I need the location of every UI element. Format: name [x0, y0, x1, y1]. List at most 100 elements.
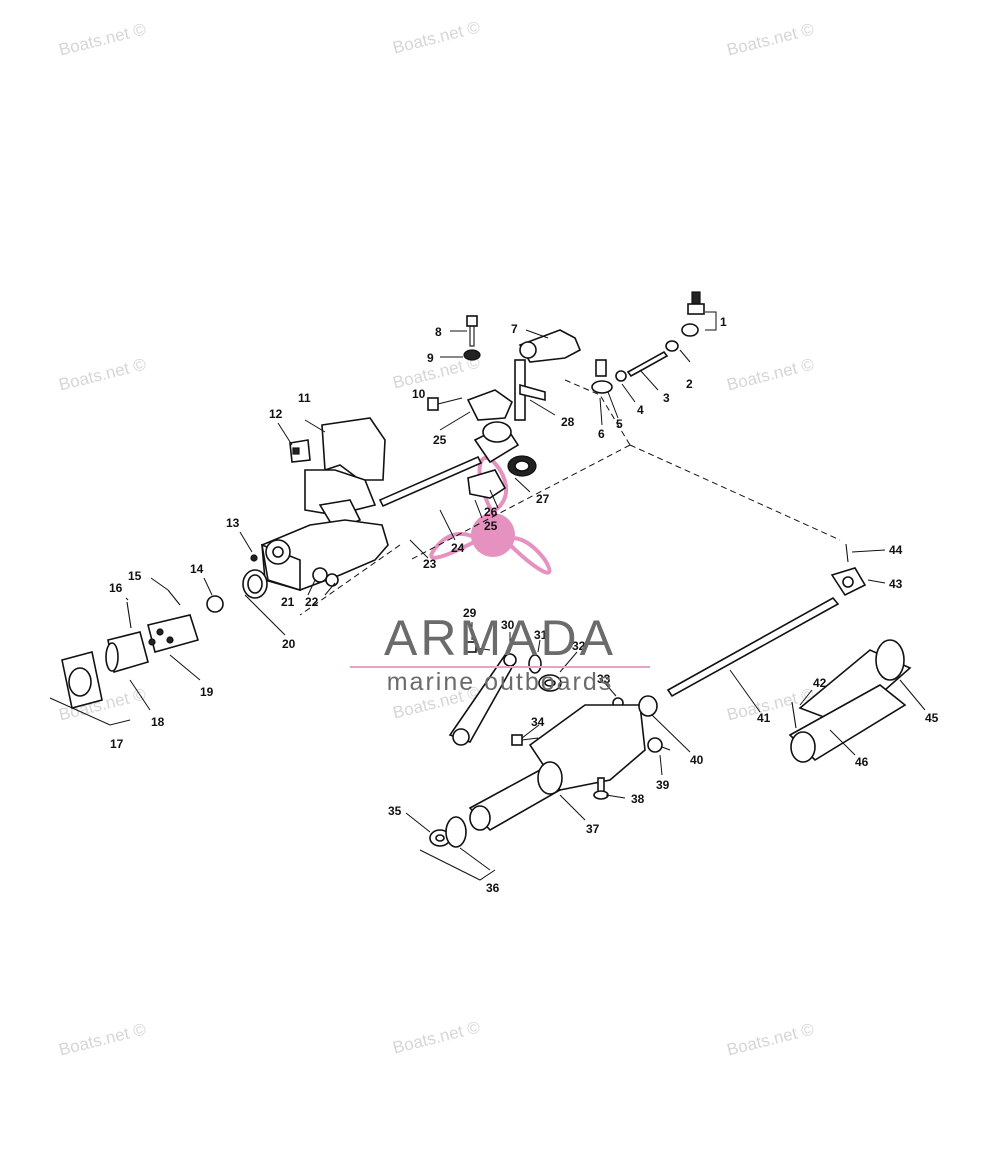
part-label: 43	[889, 577, 903, 591]
part-10-bolt	[427, 397, 463, 411]
part-14-nut	[206, 595, 224, 613]
part-label: 7	[511, 322, 518, 336]
part-label: 3	[663, 391, 670, 405]
part-label: 15	[128, 569, 142, 583]
part-label: 30	[501, 618, 515, 632]
part-label: 42	[813, 676, 827, 690]
part-label: 23	[423, 557, 437, 571]
part-label: 1	[720, 315, 727, 329]
brand-name: ARMADA	[384, 610, 616, 666]
part-21-washer	[312, 567, 328, 583]
part-42-pin	[791, 701, 797, 729]
part-31-clip	[528, 654, 542, 674]
part-label: 20	[282, 637, 296, 651]
part-label: 5	[616, 417, 623, 431]
part-32-washer	[538, 674, 562, 692]
part-34-bolt	[511, 734, 539, 746]
part-label: 13	[226, 516, 240, 530]
part-label: 45	[925, 711, 939, 725]
part-43-clamp	[830, 567, 867, 597]
part-46-cylinder	[788, 684, 907, 763]
part-label: 10	[412, 387, 426, 401]
part-16-pin	[126, 601, 132, 629]
part-2-rod-end	[665, 340, 679, 352]
part-label: 33	[597, 672, 611, 686]
part-label: 8	[435, 325, 442, 339]
part-label: 27	[536, 492, 550, 506]
part-22-nut	[325, 573, 339, 587]
part-label: 26	[484, 505, 498, 519]
part-label: 35	[388, 804, 402, 818]
part-label: 16	[109, 581, 123, 595]
part-label: 21	[281, 595, 295, 609]
part-6-screw	[595, 359, 607, 377]
brand-divider	[350, 666, 650, 668]
part-label: 4	[637, 403, 644, 417]
part-37-steering-tube	[468, 704, 646, 832]
propeller-icon	[429, 455, 552, 575]
part-label: 41	[757, 711, 771, 725]
part-24-shaft	[378, 455, 483, 508]
part-26-pinion	[473, 421, 520, 464]
part-18-sleeve	[105, 631, 149, 674]
part-label: 46	[855, 755, 869, 769]
brand-logo: ARMADA marine outboards	[350, 612, 650, 696]
part-23-bracket	[260, 519, 389, 592]
part-label: 17	[110, 737, 124, 751]
part-label: 34	[531, 715, 545, 729]
part-label: 44	[889, 543, 903, 557]
part-27-gear	[507, 455, 537, 477]
part-8-bolt	[466, 315, 478, 347]
part-15-spring	[167, 589, 181, 606]
part-7-throttle-lever	[518, 329, 582, 363]
part-4-nut	[615, 370, 627, 382]
part-label: 37	[586, 822, 600, 836]
part-38-screw	[593, 777, 609, 800]
part-3-link-rod	[626, 350, 669, 378]
part-11-housing	[304, 417, 386, 531]
part-45-sleeve	[798, 639, 912, 726]
part-19-cam	[147, 614, 200, 653]
part-label: 12	[269, 407, 283, 421]
part-label: 2	[686, 377, 693, 391]
part-label: 28	[561, 415, 575, 429]
brand-tagline: marine outboards	[386, 668, 614, 696]
part-label: 36	[486, 881, 500, 895]
part-13-screw	[250, 554, 258, 562]
part-30-link-arm	[448, 653, 517, 746]
part-label: 29	[463, 606, 477, 620]
part-label: 14	[190, 562, 204, 576]
part-36-ring	[445, 816, 467, 848]
part-label: 18	[151, 715, 165, 729]
part-41-steering-rod	[666, 596, 840, 698]
part-label: 25	[484, 519, 498, 533]
part-28-shaft	[514, 359, 546, 421]
part-label: 24	[451, 541, 465, 555]
part-label: 19	[200, 685, 214, 699]
part-label: 6	[598, 427, 605, 441]
part-labels: 1 2 3 4 5 6 7 8 9 10 11 12 13 14 15 16 1…	[109, 315, 939, 895]
part-label: 25	[433, 433, 447, 447]
part-17-plate	[61, 651, 103, 709]
part-39-bolt	[647, 737, 671, 753]
part-label: 9	[427, 351, 434, 365]
part-5-bushing	[591, 380, 613, 394]
part-29-screw	[465, 641, 491, 653]
part-1-ball-stud	[681, 291, 717, 337]
part-40-bushing	[638, 695, 658, 717]
part-label: 22	[305, 595, 319, 609]
part-35-washer	[429, 829, 451, 847]
part-44-pin	[845, 543, 849, 563]
part-25-clamp	[466, 389, 513, 499]
part-9-washer	[463, 349, 481, 361]
part-label: 38	[631, 792, 645, 806]
part-label: 40	[690, 753, 704, 767]
part-label: 31	[534, 628, 548, 642]
part-label: 39	[656, 778, 670, 792]
part-12-clip	[289, 439, 311, 463]
part-label: 11	[298, 391, 311, 405]
part-20-seal	[242, 569, 268, 599]
part-label: 32	[572, 639, 586, 653]
